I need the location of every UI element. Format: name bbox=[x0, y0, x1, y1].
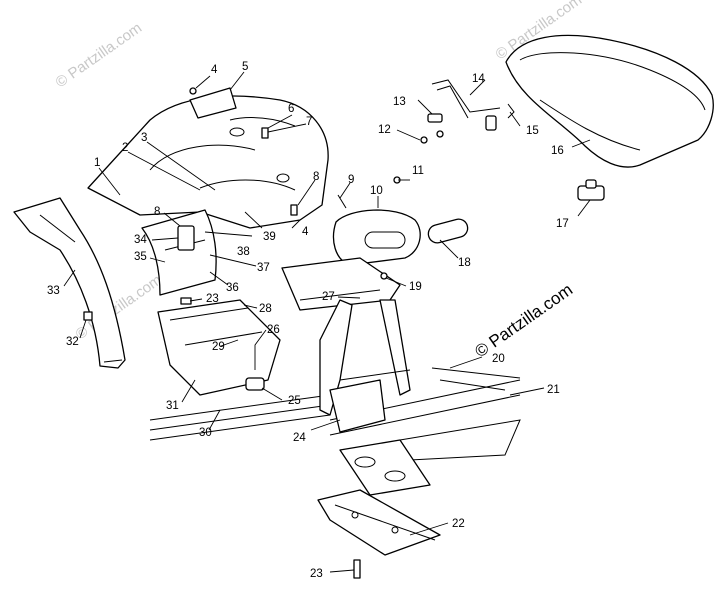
reflector bbox=[427, 218, 469, 244]
callout-35: 35 bbox=[134, 251, 147, 263]
mud-flap bbox=[13, 197, 126, 369]
callout-15: 15 bbox=[526, 125, 539, 137]
callout-13: 13 bbox=[393, 96, 406, 108]
callout-14: 14 bbox=[472, 73, 485, 85]
latch-assembly bbox=[427, 79, 515, 138]
callout-34: 34 bbox=[134, 234, 147, 246]
callout-17: 17 bbox=[556, 218, 569, 230]
callout-24: 24 bbox=[293, 432, 306, 444]
callout-5: 5 bbox=[242, 61, 248, 73]
tank-cover bbox=[332, 209, 421, 266]
callout-39: 39 bbox=[263, 231, 276, 243]
callout-25: 25 bbox=[288, 395, 301, 407]
callout-1: 1 bbox=[94, 157, 100, 169]
callout-21: 21 bbox=[547, 384, 560, 396]
fender-tab bbox=[189, 87, 237, 119]
callout-9: 9 bbox=[348, 174, 354, 186]
footwell bbox=[149, 299, 331, 441]
callout-12: 12 bbox=[378, 124, 391, 136]
skid-plate-upper bbox=[339, 439, 431, 496]
seat-bumper bbox=[577, 179, 605, 201]
watermark-faint: © Partzilla.com bbox=[53, 19, 146, 91]
callout-6: 6 bbox=[288, 103, 294, 115]
callout-11: 11 bbox=[412, 165, 424, 177]
callout-37: 37 bbox=[257, 262, 270, 274]
callout-22: 22 bbox=[452, 518, 465, 530]
seat bbox=[505, 34, 714, 168]
foot-rest bbox=[245, 377, 265, 391]
callout-3: 3 bbox=[141, 132, 147, 144]
callout-2: 2 bbox=[122, 142, 128, 154]
leader-lines bbox=[63, 71, 591, 573]
watermark-main: © Partzilla.com bbox=[471, 280, 576, 361]
frame bbox=[281, 257, 521, 461]
callout-26: 26 bbox=[267, 324, 280, 336]
callout-labels: 1 2 3 4 5 6 7 8 9 8 4 10 11 12 13 14 15 … bbox=[47, 61, 569, 580]
callout-18: 18 bbox=[458, 257, 471, 269]
callout-4: 4 bbox=[302, 226, 309, 238]
callout-32: 32 bbox=[66, 336, 79, 348]
callout-8: 8 bbox=[313, 171, 319, 183]
skid-plate-lower bbox=[317, 489, 441, 556]
callout-36: 36 bbox=[226, 282, 239, 294]
callout-23: 23 bbox=[310, 568, 323, 580]
callout-38: 38 bbox=[237, 246, 250, 258]
callout-20: 20 bbox=[492, 353, 505, 365]
callout-30: 30 bbox=[199, 427, 212, 439]
hardware bbox=[83, 87, 428, 579]
callout-16: 16 bbox=[551, 145, 564, 157]
callout-31: 31 bbox=[166, 400, 179, 412]
callout-8: 8 bbox=[154, 206, 160, 218]
bracket-block bbox=[177, 225, 195, 251]
callout-29: 29 bbox=[212, 341, 225, 353]
callout-23: 23 bbox=[206, 293, 219, 305]
callout-4: 4 bbox=[211, 64, 218, 76]
callout-27: 27 bbox=[322, 291, 335, 303]
callout-33: 33 bbox=[47, 285, 60, 297]
callout-7: 7 bbox=[306, 116, 312, 128]
callout-28: 28 bbox=[259, 303, 272, 315]
frame-plate bbox=[329, 379, 386, 433]
callout-19: 19 bbox=[409, 281, 422, 293]
callout-10: 10 bbox=[370, 185, 383, 197]
